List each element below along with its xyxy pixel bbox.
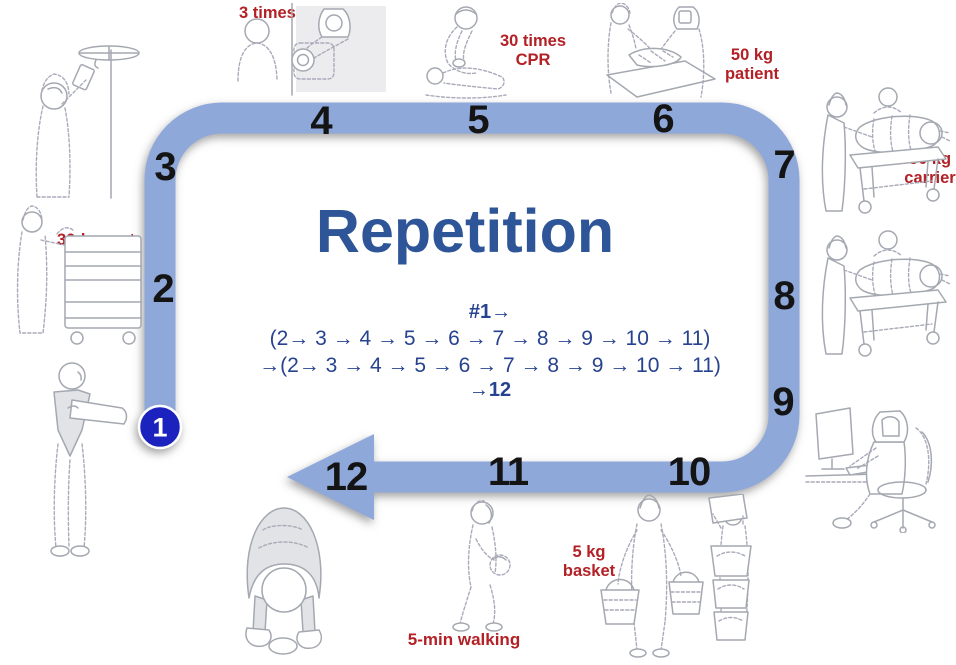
step-number-11: 11 — [487, 450, 529, 494]
sequence-end-arrow: → — [468, 379, 489, 401]
label-50kg-patient: 50 kg patient — [725, 46, 779, 84]
sequence-line-end: →12 — [190, 380, 790, 400]
step-1-marker — [137, 404, 183, 450]
step-number-7: 7 — [773, 143, 795, 187]
illustration-baskets-icon — [600, 494, 752, 658]
label-5kg-basket-line1: 5 kg — [572, 543, 606, 561]
illustration-computer-work-icon — [805, 407, 936, 533]
label-30-times-cpr: 30 times CPR — [500, 32, 566, 70]
step-number-12: 12 — [324, 455, 368, 499]
illustration-walking-icon — [452, 500, 511, 632]
label-30-times: 30 times — [499, 32, 567, 50]
sequence-cycle-1: (2→ 3 → 4 → 5 → 6 → 7 → 8 → 9 → 10 → 11) — [269, 327, 711, 350]
step-number-1: 1 — [152, 412, 168, 443]
label-50kg-patient-line2: patient — [724, 64, 780, 83]
illustration-pushing-cart-icon — [16, 205, 142, 345]
label-3-times: 3 times — [239, 4, 296, 22]
sequence-end-number: 12 — [488, 379, 512, 401]
step-number-8: 8 — [773, 274, 795, 318]
step-number-5: 5 — [467, 98, 489, 142]
illustration-glove-assist-icon — [237, 3, 386, 96]
step-number-2: 2 — [152, 267, 174, 311]
step-number-10: 10 — [667, 450, 711, 494]
sequence-start-number: #1 — [468, 301, 492, 323]
illustration-bending-over-icon — [245, 507, 323, 655]
step-number-9: 9 — [772, 380, 794, 424]
label-5min-walking: 5-min walking — [407, 630, 521, 649]
step-number-4: 4 — [310, 99, 332, 143]
step-number-6: 6 — [652, 97, 674, 141]
loop-band — [144, 102, 800, 493]
label-5kg-basket-line2: basket — [562, 561, 616, 580]
sequence-line-start: #1→ — [190, 302, 790, 322]
label-cpr: CPR — [515, 50, 551, 69]
label-50kg-patient-line1: 50 kg — [730, 46, 774, 64]
illustration-donning-gown-icon — [50, 362, 128, 557]
sequence-start-arrow: → — [491, 301, 512, 323]
illustration-iv-pole-icon — [35, 45, 140, 199]
diagram-title: Repetition — [315, 197, 615, 265]
label-5kg-basket: 5 kg basket — [563, 543, 615, 581]
illustration-cpr-icon — [425, 6, 507, 99]
illustration-carrier-bottom-icon — [821, 230, 951, 357]
sequence-cycle-2: →(2→ 3 → 4 → 5 → 6 → 7 → 8 → 9 → 10 → 11… — [259, 354, 721, 377]
illustration-carrier-top-icon — [821, 87, 951, 214]
step-number-3: 3 — [154, 145, 176, 189]
illustration-patient-lift-icon — [606, 3, 716, 98]
loop-arrowhead-icon — [287, 434, 374, 520]
